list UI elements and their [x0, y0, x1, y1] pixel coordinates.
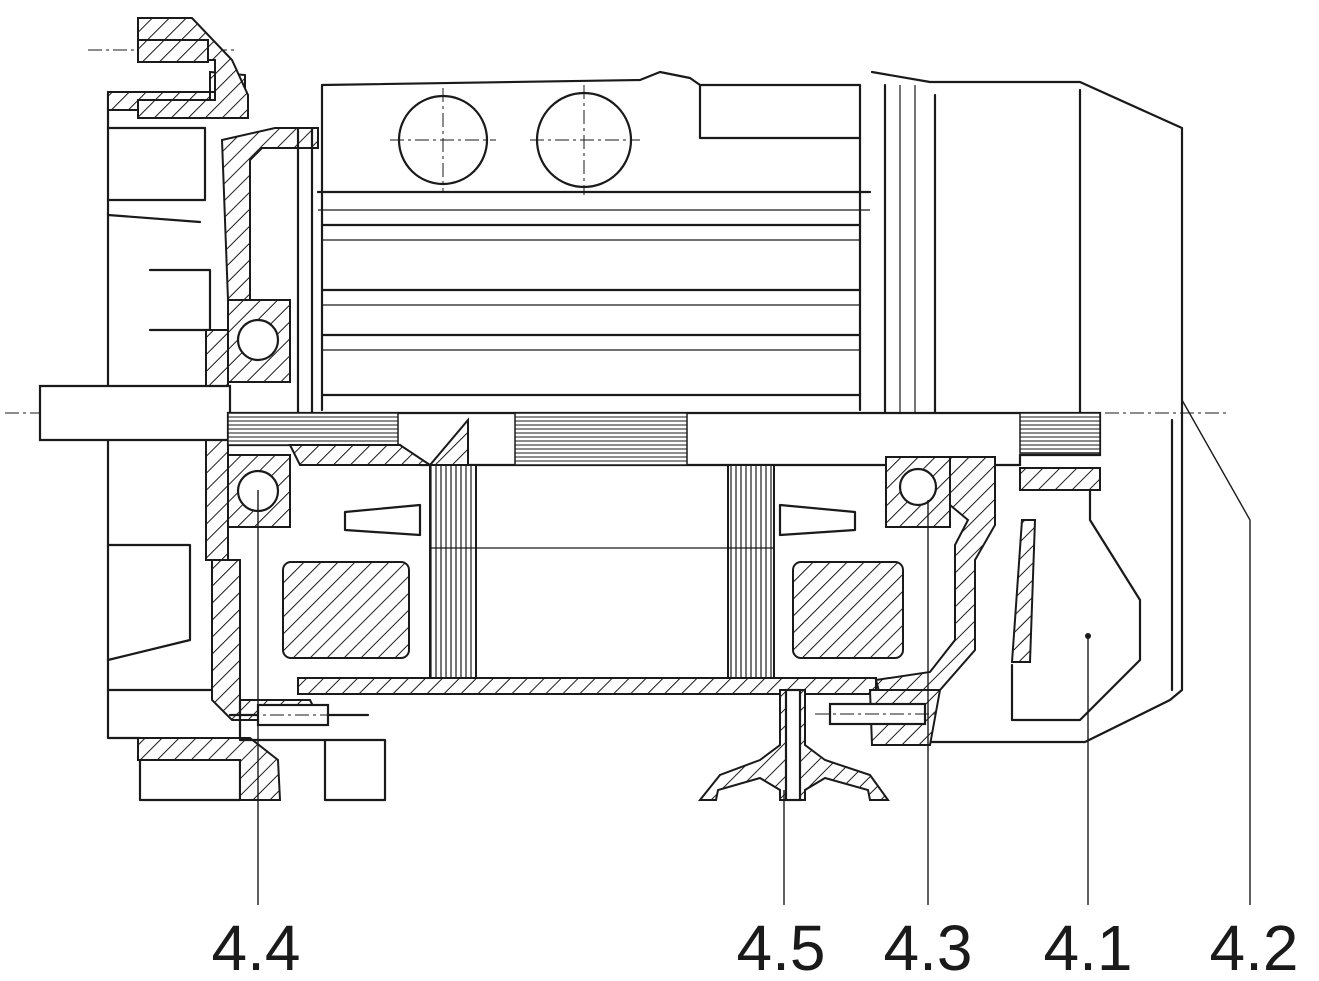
fixing-screw-drive-end: [245, 703, 370, 727]
rotor-hub-hatched: [288, 417, 469, 467]
mounting-foot: [697, 688, 890, 802]
fixing-screw-non-drive-end: [815, 702, 940, 726]
stator-winding-left: [282, 503, 422, 659]
part-label-4-4: 4.4: [212, 912, 301, 981]
motor-frame: [296, 70, 872, 417]
cooling-fan: [1010, 467, 1142, 722]
cable-gland-right: [530, 85, 640, 195]
drive-end-bearing-upper: [227, 299, 291, 383]
part-label-4-1: 4.1: [1044, 912, 1133, 981]
stator-winding-right: [778, 503, 904, 659]
stator-laminations: [429, 464, 775, 681]
non-drive-end-bearing: [885, 456, 951, 528]
leader-line-4-2: [1181, 399, 1251, 905]
part-label-4-2: 4.2: [1210, 912, 1299, 981]
cable-gland-left: [390, 88, 496, 192]
part-label-4-3: 4.3: [884, 912, 973, 981]
drive-end-bearing-lower: [227, 454, 291, 528]
part-label-4-5: 4.5: [737, 912, 826, 981]
fan-cover: [870, 70, 1184, 744]
pump-adapter-housing: [38, 17, 322, 802]
